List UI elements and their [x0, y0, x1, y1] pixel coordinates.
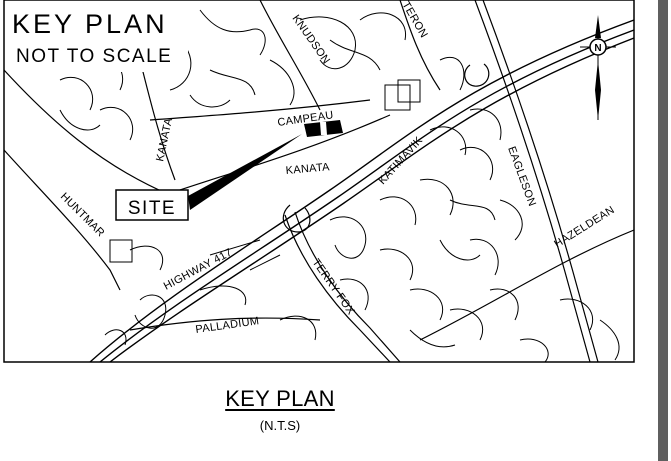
subdivision-streets-west — [104, 239, 317, 346]
street-kanata: KANATA — [285, 161, 330, 177]
street-huntmar: HUNTMAR — [58, 191, 107, 240]
interchange-loops — [282, 63, 490, 233]
street-hazeldean: HAZELDEAN — [552, 204, 617, 251]
page-edge-rule — [658, 0, 668, 461]
street-teron: TERON — [399, 0, 429, 40]
kanata-avenue — [179, 114, 391, 191]
key-plan-map: SITE KEY PLAN NOT TO SCALE KNUDSON TERON… — [3, 0, 635, 363]
knudson-road — [259, 0, 321, 111]
site-leader-arrow — [188, 134, 302, 210]
street-katimavik: KATIMAVIK — [376, 134, 425, 187]
eagleson-road-2 — [482, 0, 599, 362]
street-kanata-vertical: KANATA — [154, 117, 175, 163]
street-terry-fox: TERRY FOX — [310, 257, 357, 318]
terry-fox-road-2 — [294, 211, 401, 362]
street-knudson: KNUDSON — [290, 13, 333, 67]
arc-boundary — [4, 69, 171, 196]
site-label-box — [115, 189, 189, 221]
teron-road — [399, 0, 441, 91]
street-palladium: PALLADIUM — [195, 315, 260, 336]
caption-subtitle: (N.T.S) — [259, 418, 301, 433]
site-parcel — [188, 120, 343, 210]
eagleson-road — [474, 0, 591, 362]
street-eagleson: EAGLESON — [505, 145, 538, 208]
palladium-drive — [129, 317, 321, 331]
north-arrow-icon: N — [580, 15, 616, 120]
kanata-vertical-road — [139, 59, 176, 181]
scale-note: NOT TO SCALE — [16, 46, 172, 67]
highway-417-road — [89, 19, 634, 362]
site-label: SITE — [128, 198, 176, 219]
map-border — [3, 0, 635, 363]
hazeldean-road — [419, 229, 634, 341]
subdivision-streets-south — [329, 108, 620, 362]
terry-fox-road — [284, 214, 391, 362]
huntmar-road — [4, 149, 121, 291]
map-heading: KEY PLAN — [12, 9, 168, 39]
campeau-drive — [149, 99, 371, 121]
north-symbol: N — [594, 43, 601, 54]
caption-title: KEY PLAN — [225, 386, 335, 411]
